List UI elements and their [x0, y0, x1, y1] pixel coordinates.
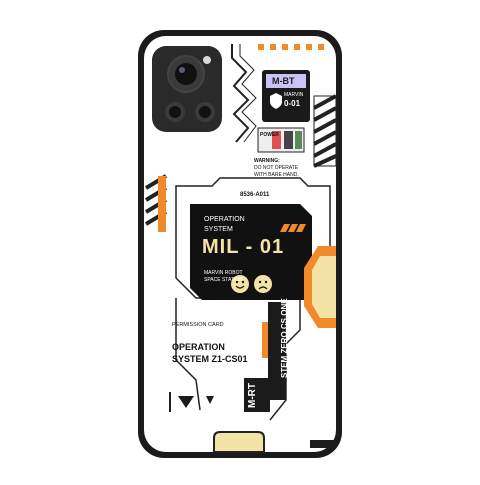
flash-icon	[203, 56, 211, 64]
warning-line-3: WITH BARE HAND.	[254, 172, 299, 178]
triangle-marks	[178, 396, 214, 408]
brand-logo-bg	[266, 74, 306, 88]
power-switch-red	[272, 131, 281, 149]
warning-line-2: DO NOT OPERATE	[254, 165, 299, 171]
screen-sub-1: MARVIN ROBOT	[204, 270, 243, 276]
screen-line-1: OPERATION	[204, 216, 245, 223]
power-label: POWER	[260, 132, 279, 138]
permission-card: PERMISSION CARD	[172, 322, 224, 328]
brand-logo-text: M-BT	[272, 76, 295, 86]
zigzag-line-thin	[239, 44, 257, 143]
screen-hazard-stripes	[280, 224, 306, 232]
os-line-2: SYSTEM Z1-CS01	[172, 354, 248, 364]
brand-line-1: MARVIN	[284, 92, 304, 98]
circuit-line-left	[175, 298, 201, 411]
screen-line-2: SYSTEM	[204, 226, 233, 233]
power-switch-dark	[284, 131, 293, 149]
vertical-bar	[268, 302, 286, 400]
camera-lens-icon	[167, 55, 205, 93]
warning-line-1: WARNING:	[254, 158, 280, 164]
screen-sub-2: SPACE STATION	[204, 277, 243, 283]
hatched-stripe-right	[313, 94, 337, 168]
shield-icon	[270, 93, 282, 109]
bottom-tab	[213, 431, 265, 453]
vertical-stem-text: STEM ZERO.CS.ONE	[280, 298, 289, 378]
corner-mark	[310, 440, 334, 448]
hatched-stripe-left	[144, 174, 168, 232]
brand-line-2: 0-01	[284, 99, 301, 108]
screen-outer-frame	[175, 177, 331, 299]
hexagon-inner	[312, 256, 336, 318]
power-switch-green	[295, 131, 302, 149]
zigzag-line	[231, 44, 250, 143]
sad-face-icon	[254, 275, 272, 293]
indicator-dots	[258, 44, 324, 50]
mrt-block	[244, 378, 270, 412]
mrt-mark: M-RT	[247, 383, 258, 408]
screen-model: MIL - 01	[202, 236, 285, 258]
screen-panel	[190, 204, 312, 300]
smile-face-icon	[231, 275, 249, 293]
camera-lens-small-icon	[165, 102, 215, 122]
serial-code: 8536-A011	[240, 192, 270, 198]
vertical-bar-accent	[262, 322, 268, 358]
os-line-1: OPERATION	[172, 342, 225, 352]
